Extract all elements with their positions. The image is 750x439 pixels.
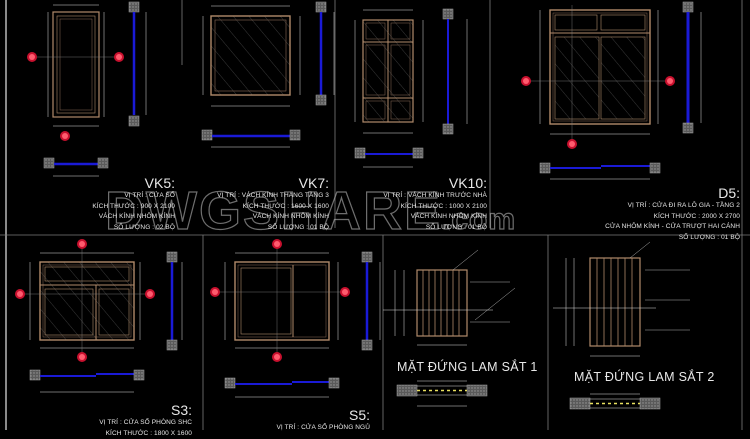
title-line: VỊ TRÍ : CỬA SỔ PHÒNG NGỦ bbox=[276, 423, 370, 434]
title-line: SỐ LƯỢNG : 01 BỘ bbox=[605, 233, 740, 244]
title-line: VÁCH KÍNH NHÔM KÍNH bbox=[92, 212, 175, 223]
title-block-s3: S3: VỊ TRÍ : CỬA SỔ PHÒNG SHC KÍCH THƯỚC… bbox=[99, 403, 192, 439]
title-line: VỊ TRÍ : VÁCH KÍNH TRƯỚC NHÀ bbox=[383, 191, 487, 202]
s3-elevation bbox=[15, 239, 182, 392]
title-line: KÍCH THƯỚC : 900 X 2100 bbox=[92, 202, 175, 213]
title-block-vk7: VK7: VỊ TRÍ : VÁCH KÍNH THANG TẦNG 3 KÍC… bbox=[217, 176, 329, 233]
vk10-elevation bbox=[355, 9, 467, 167]
vk5-elevation bbox=[27, 2, 146, 176]
d5-elevation bbox=[521, 2, 701, 179]
lam-sat-2-title: MẶT ĐỨNG LAM SẮT 2 bbox=[574, 370, 715, 384]
panel-code: VK7: bbox=[217, 176, 329, 191]
title-line: KÍCH THƯỚC : 1800 X 1600 bbox=[99, 429, 192, 439]
title-line: CỬA NHÔM KÍNH - CỬA TRƯỢT HAI CÁNH bbox=[605, 222, 740, 233]
s5-elevation bbox=[210, 239, 380, 397]
panel-code: D5: bbox=[605, 186, 740, 201]
title-line: SỐ LƯỢNG : 01 BỘ bbox=[217, 223, 329, 234]
title-line: VỊ TRÍ : CỬA SỔ PHÒNG SHC bbox=[99, 418, 192, 429]
lam-sat-1-elevation bbox=[383, 250, 515, 406]
title-line: KÍCH THƯỚC : 1600 X 1600 bbox=[217, 202, 329, 213]
panel-code: S3: bbox=[99, 403, 192, 418]
title-line: VÁCH KÍNH NHÔM KÍNH bbox=[383, 212, 487, 223]
title-line: VÁCH KÍNH NHÔM KÍNH bbox=[217, 212, 329, 223]
title-block-vk5: VK5: VỊ TRÍ : CỬA SỔ KÍCH THƯỚC : 900 X … bbox=[92, 176, 175, 233]
title-line: VỊ TRÍ : VÁCH KÍNH THANG TẦNG 3 bbox=[217, 191, 329, 202]
title-line: VỊ TRÍ : CỬA ĐI RA LÔ GIA - TẦNG 2 bbox=[605, 201, 740, 212]
panel-code: VK5: bbox=[92, 176, 175, 191]
title-line: SỐ LƯỢNG : 02 BỘ bbox=[92, 223, 175, 234]
title-line: KÍCH THƯỚC : 1000 X 2100 bbox=[383, 202, 487, 213]
panel-code: S5: bbox=[276, 408, 370, 423]
title-line: KÍCH THƯỚC : 2000 X 2700 bbox=[605, 212, 740, 223]
vk7-elevation bbox=[202, 2, 334, 147]
panel-code: VK10: bbox=[383, 176, 487, 191]
title-block-d5: D5: VỊ TRÍ : CỬA ĐI RA LÔ GIA - TẦNG 2 K… bbox=[605, 186, 740, 243]
title-block-vk10: VK10: VỊ TRÍ : VÁCH KÍNH TRƯỚC NHÀ KÍCH … bbox=[383, 176, 487, 233]
cad-drawing-sheet: DWGSHARE.com VK5: VỊ TRÍ : CỬA SỔ KÍCH T… bbox=[0, 0, 750, 430]
lam-sat-1-title: MẶT ĐỨNG LAM SẮT 1 bbox=[397, 360, 538, 374]
title-line: VỊ TRÍ : CỬA SỔ bbox=[92, 191, 175, 202]
title-line: SỐ LƯỢNG : 01 BỘ bbox=[383, 223, 487, 234]
